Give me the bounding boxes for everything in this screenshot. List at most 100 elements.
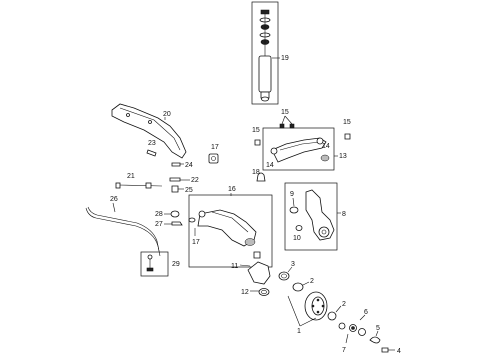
callout-27: 27: [155, 221, 163, 228]
knuckle-box: [284, 182, 338, 251]
hub-stud-4: [321, 304, 325, 308]
shock-absorber-group: 19: [251, 1, 289, 105]
link-end-21b: [145, 182, 152, 189]
callout-1: 1: [297, 328, 301, 335]
end-link-29-bushing: [146, 267, 154, 272]
shock-absorber-box: [251, 1, 279, 105]
bushing-28: [170, 210, 180, 218]
callout-28: 28: [155, 211, 163, 218]
part-29-box: [140, 251, 169, 277]
bushing-17-upper-bore: [211, 156, 216, 161]
callout-13: 13: [339, 153, 347, 160]
callout-25: 25: [185, 187, 193, 194]
steering-knuckle-group: 9 10 8: [284, 182, 346, 251]
washer-6b: [358, 328, 366, 336]
link-end-21a: [115, 182, 121, 189]
stabilizer-bar-inner: [87, 206, 160, 252]
steering-knuckle: [305, 189, 335, 241]
lower-arm-box: [188, 194, 273, 268]
washer-15-right: [344, 133, 351, 140]
callout-12: 12: [241, 289, 249, 296]
callout-24: 24: [185, 162, 193, 169]
race-2-lower: [327, 311, 337, 321]
callout-26: 26: [110, 196, 118, 203]
bushing-17-upper: [208, 153, 219, 164]
leader-2-upper: [302, 281, 310, 286]
crossmember-hole-2: [148, 120, 152, 124]
upper-control-arm: [271, 137, 327, 163]
callout-16: 16: [228, 186, 236, 193]
callout-2-upper: 2: [310, 278, 314, 285]
callout-14-left: 14: [266, 162, 274, 169]
callout-15-top: 15: [281, 109, 289, 116]
small-hardware-group: 24 22 25: [169, 162, 199, 194]
stabilizer-bar: [85, 207, 161, 257]
callout-4: 4: [397, 348, 401, 355]
upper-arm-bushing-right: [316, 137, 324, 145]
bolt-15-a: [279, 123, 285, 129]
bolt-27: [171, 221, 183, 226]
part-18-group: 18: [252, 169, 266, 182]
bump-stop-18: [256, 172, 266, 182]
lower-bump-stop: [253, 251, 261, 259]
upper-arm-rib: [279, 141, 321, 151]
callout-9: 9: [290, 191, 294, 198]
upper-arm-bushing-left: [270, 147, 278, 155]
callout-23: 23: [148, 140, 156, 147]
callout-5: 5: [376, 325, 380, 332]
callout-15-right: 15: [343, 119, 351, 126]
callout-3: 3: [291, 261, 295, 268]
knuckle-spindle-bore: [321, 229, 327, 235]
callout-21: 21: [127, 173, 135, 180]
callout-7: 7: [342, 347, 346, 354]
washer-15-left: [254, 139, 261, 146]
part-29-group: 29: [140, 251, 180, 277]
lower-control-arm-group: 16 17: [188, 186, 273, 268]
lower-bushing-small: [188, 217, 196, 223]
bolt-22: [169, 177, 181, 182]
callout-14-right: 14: [322, 143, 330, 150]
leader-9: [292, 197, 295, 207]
end-link-29-nut: [147, 254, 153, 260]
leader-11: [239, 264, 251, 267]
shock-body: [258, 55, 272, 93]
upper-arm-box: [262, 127, 335, 171]
callout-8: 8: [342, 211, 346, 218]
leader-6: [359, 314, 366, 321]
lower-arm-pivot: [198, 210, 206, 218]
leader-15-top: [281, 115, 293, 125]
callout-22: 22: [191, 177, 199, 184]
callout-20: 20: [163, 111, 171, 118]
washer-7: [338, 322, 346, 330]
crossmember-hole-1: [126, 113, 130, 117]
callout-17-lower: 17: [192, 239, 200, 246]
shock-lower-bushing: [261, 96, 269, 102]
part-15-group: 15 15 15: [252, 109, 351, 146]
lower-ball-joint: [244, 238, 256, 246]
leader-26: [112, 202, 116, 213]
part-21-group: 21: [115, 173, 163, 189]
leader-7: [345, 333, 349, 344]
part-23-group: 23: [146, 140, 157, 157]
callout-11: 11: [231, 263, 238, 270]
knuckle-spindle: [318, 226, 330, 238]
crossmember-group: 20: [111, 103, 187, 159]
leader-2-lower: [335, 305, 342, 313]
callout-18: 18: [252, 169, 260, 176]
callout-6: 6: [364, 309, 368, 316]
callout-2-lower: 2: [342, 301, 346, 308]
hub-assembly-group: 11 12 3 2 1 2 6: [231, 261, 401, 355]
leader-1: [287, 295, 317, 327]
clip-23: [146, 149, 157, 157]
shock-nut-top: [260, 9, 270, 15]
nut-6-inner: [351, 326, 355, 330]
callout-29: 29: [172, 261, 180, 268]
upper-control-arm-group: 13 14 14: [262, 127, 347, 171]
seal-12: [258, 288, 270, 296]
dust-shield-11: [247, 261, 271, 285]
bolt-24: [171, 162, 181, 167]
bearing-3-inner: [281, 273, 287, 279]
seal-9: [289, 206, 299, 214]
cap-4: [381, 347, 389, 353]
